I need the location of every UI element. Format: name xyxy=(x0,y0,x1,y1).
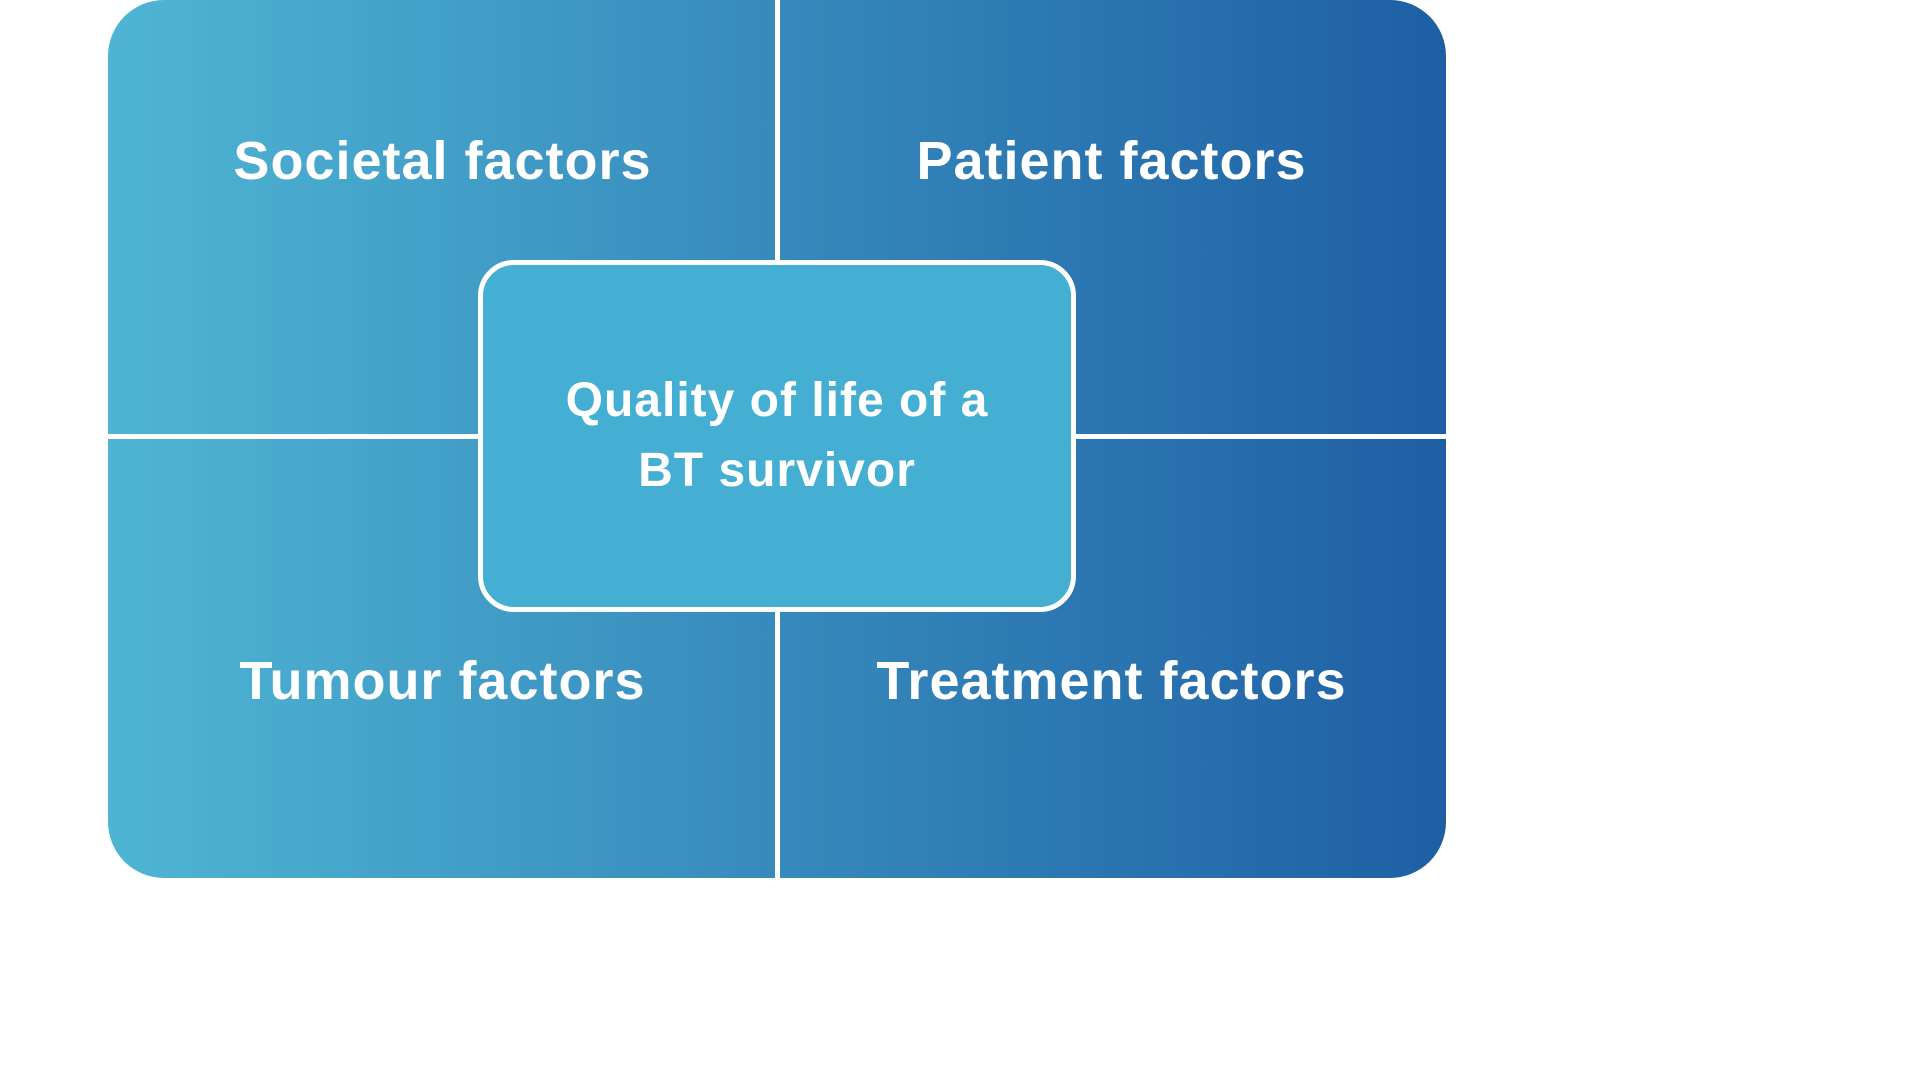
center-box-line-1: Quality of life of a xyxy=(565,374,989,428)
center-box-quality-of-life: Quality of life of a BT survivor xyxy=(478,260,1076,612)
center-box-line-2: BT survivor xyxy=(638,444,916,497)
qol-factors-diagram: Societal factors Patient factors Tumour … xyxy=(108,0,1446,878)
quadrant-patient-factors-label: Patient factors xyxy=(916,131,1307,191)
quadrant-tumour-factors-label: Tumour factors xyxy=(239,651,646,711)
quadrant-societal-factors-label: Societal factors xyxy=(233,131,652,191)
quadrant-treatment-factors-label: Treatment factors xyxy=(876,651,1347,711)
